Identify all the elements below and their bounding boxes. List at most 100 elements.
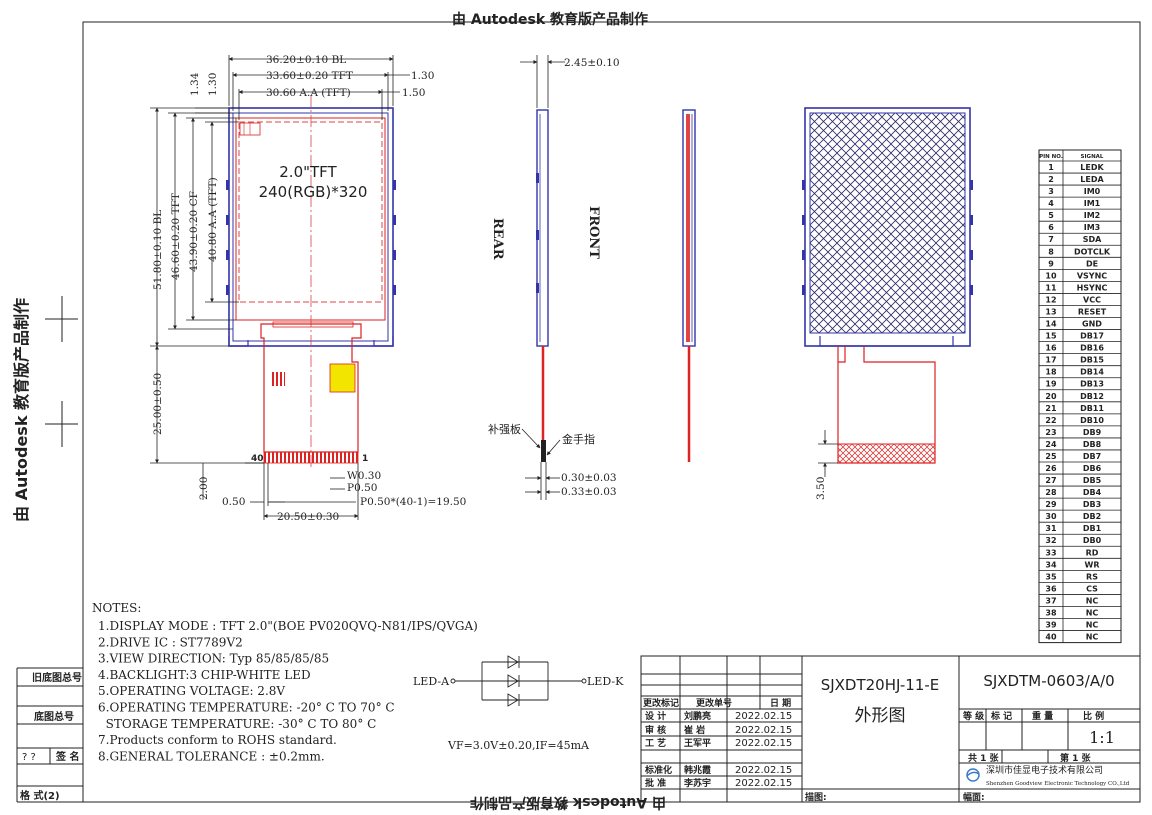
pin-number: 22	[1045, 416, 1056, 425]
pin-signal: NC	[1086, 608, 1099, 617]
base-drawing-no-label: 底图总号	[34, 710, 74, 723]
pin-signal: IM3	[1084, 223, 1101, 232]
pin-number: 3	[1048, 187, 1054, 196]
scale-value: 1:1	[1089, 728, 1115, 747]
front-label: FRONT	[586, 206, 601, 259]
frame-label: 幅面:	[963, 791, 985, 803]
dim-right-gap1: 1.30	[411, 70, 434, 82]
side-panel	[536, 109, 549, 347]
display-size-label: 2.0"TFT	[279, 163, 337, 181]
pin-signal: DB1	[1083, 524, 1102, 533]
pin-signal: IM2	[1084, 211, 1101, 220]
pin-number: 5	[1048, 211, 1054, 220]
sheet-number: 第 1 张	[1060, 752, 1092, 764]
qq-label: ? ?	[22, 752, 36, 763]
pin-number: 39	[1045, 621, 1057, 630]
pin-signal: DB0	[1083, 536, 1102, 545]
note-item: 8.GENERAL TOLERANCE : ±0.2mm.	[98, 749, 325, 763]
dim-left-off: 0.50	[222, 496, 245, 508]
note-item: 5.OPERATING VOLTAGE: 2.8V	[98, 684, 285, 698]
pin-signal: DB6	[1083, 464, 1102, 473]
dim-pin-p: P0.50	[347, 482, 377, 494]
fpc-component-pads	[271, 372, 285, 386]
std-date: 2022.02.15	[735, 765, 792, 776]
rev-no-label: 更改单号	[696, 697, 732, 709]
pin-number: 40	[1045, 633, 1057, 642]
drawing-title: 外形图	[855, 706, 906, 726]
pin-signal: DB4	[1083, 488, 1102, 497]
note-item: 3.VIEW DIRECTION: Typ 85/85/85/85	[98, 652, 329, 666]
pin-number: 21	[1045, 404, 1057, 413]
dim-thickness: 2.45±0.10	[564, 57, 620, 69]
pin-number: 33	[1045, 548, 1056, 557]
pin-number: 10	[1045, 271, 1057, 280]
fpc-tail	[260, 323, 362, 453]
display-resolution-label: 240(RGB)*320	[259, 183, 368, 201]
company-name-en: Shenzhen Goodview Electronic Technology …	[986, 781, 1130, 787]
format-label: 格 式(2)	[20, 789, 60, 802]
pin-number: 20	[1045, 392, 1057, 401]
pin-number: 37	[1045, 596, 1056, 605]
process-date: 2022.02.15	[735, 738, 792, 749]
pin-signal: RESET	[1078, 307, 1107, 316]
check-date: 2022.02.15	[735, 725, 792, 736]
pin-number: 38	[1045, 608, 1057, 617]
pin-number: 14	[1045, 320, 1057, 329]
note-item: 4.BACKLIGHT:3 CHIP-WHITE LED	[98, 668, 311, 682]
side-view: 2.45±0.10 REAR FRONT 补强板 金手指 0.30±0.03 0…	[488, 55, 620, 500]
pin-number: 24	[1045, 440, 1057, 449]
led-cathode-label: LED-K	[587, 675, 624, 688]
company-name: 深圳市佳显电子技术有限公司	[986, 764, 1103, 776]
scale-label: 比 例	[1083, 710, 1104, 722]
left-side-block	[16, 667, 83, 803]
pin-signal: RD	[1086, 548, 1099, 557]
dim-tft-width: 33.60±0.20 TFT	[266, 70, 353, 82]
pin-signal: DB11	[1080, 404, 1104, 413]
pin-number: 12	[1045, 295, 1056, 304]
title-block	[640, 655, 1141, 803]
checker-name: 崔 岩	[683, 724, 705, 736]
pin-signal: IM0	[1084, 187, 1101, 196]
pin-number: 9	[1048, 259, 1054, 268]
note-item: 2.DRIVE IC : ST7789V2	[98, 635, 243, 649]
approve-date: 2022.02.15	[735, 778, 792, 789]
pin-number: 17	[1045, 356, 1056, 365]
pin-number: 32	[1045, 536, 1056, 545]
led-anode-label: LED-A	[413, 675, 450, 688]
watermark-bottom: 由 Autodesk 教育版产品制作	[470, 794, 666, 811]
pin-number: 1	[1048, 163, 1054, 172]
active-area	[238, 121, 383, 303]
pin-signal: WR	[1085, 560, 1100, 569]
pin-signal: DB3	[1083, 500, 1101, 509]
dim-cf-height: 43.90±0.20 CF	[188, 191, 200, 272]
pin-number: 13	[1045, 307, 1056, 316]
drawn-label: 描图:	[805, 791, 827, 803]
pin-number: 27	[1045, 476, 1056, 485]
front-bottom-dimensions	[202, 463, 359, 520]
pin-number: 36	[1045, 584, 1057, 593]
dim-fpc-width: 20.50±0.30	[277, 511, 339, 523]
sign-label: 签 名	[55, 750, 79, 763]
pin-number: 28	[1045, 488, 1057, 497]
pin-signal: LEDA	[1080, 175, 1104, 184]
dim-fpc-length: 25.00±0.50	[152, 373, 164, 435]
grade-label: 等 级	[962, 710, 985, 722]
pin-number: 15	[1045, 332, 1057, 341]
led-spec: VF=3.0V±0.20,IF=45mA	[447, 739, 590, 752]
pin-number: 4	[1048, 199, 1054, 208]
pin-number: 23	[1045, 428, 1056, 437]
pin-number: 25	[1045, 452, 1057, 461]
watermark-left: 由 Autodesk 教育版产品制作	[12, 298, 31, 522]
pin-signal: GND	[1082, 320, 1102, 329]
led-circuit	[450, 655, 587, 707]
std-name: 韩兆霞	[684, 764, 712, 776]
old-drawing-no-label: 旧底图总号	[32, 671, 82, 684]
pin-signal: RS	[1086, 572, 1098, 581]
dim-pin-w: W0.30	[347, 470, 381, 482]
model-number: SJXDT20HJ-11-E	[821, 676, 940, 694]
pin-number: 16	[1045, 344, 1057, 353]
pin-signal: NC	[1086, 633, 1099, 642]
dim-fpc-thick2: 0.33±0.03	[561, 486, 617, 498]
pin-number: 29	[1045, 500, 1057, 509]
